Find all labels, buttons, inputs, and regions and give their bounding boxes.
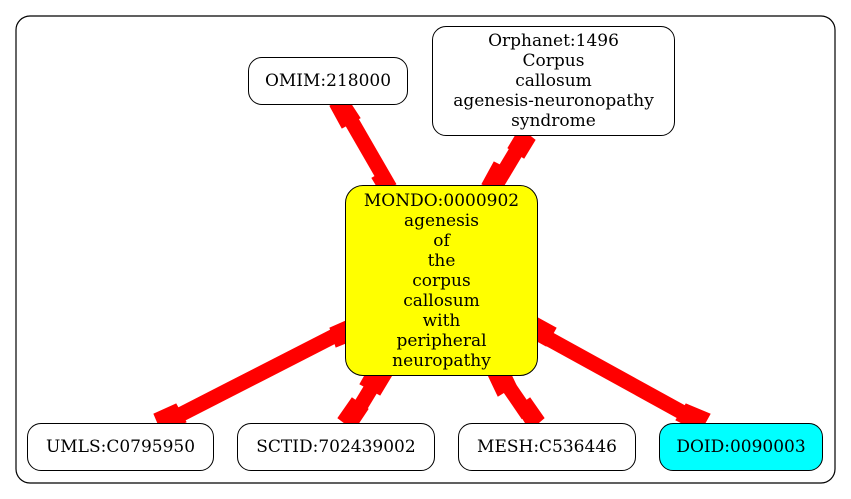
node-label-line: neuropathy [392,350,491,371]
node-doid[interactable]: DOID:0090003 [659,423,823,471]
edge-orphanet-mondo-head-end [481,161,511,193]
node-label-line: Corpus [522,51,585,71]
node-label-line: callosum [403,290,480,311]
node-label-line: the [427,250,456,271]
edge-doid-mondo [534,326,700,427]
node-label-line: DOID:0090003 [676,437,806,457]
node-label-line: agenesis-neuronopathy [453,91,654,111]
node-sctid[interactable]: SCTID:702439002 [237,423,435,471]
node-label-line: corpus [412,270,471,291]
node-label-line: with [422,310,461,331]
node-label-line: callosum [515,71,592,91]
node-label-line: peripheral [396,330,487,351]
node-label-line: agenesis [404,210,479,231]
node-umls[interactable]: UMLS:C0795950 [27,423,214,471]
edge-umls-mondo [166,326,344,427]
node-label-line: MESH:C536446 [477,437,617,457]
node-label-line: syndrome [511,111,596,131]
node-label-line: Orphanet:1496 [488,31,619,51]
node-label-line: SCTID:702439002 [256,437,416,457]
node-mesh[interactable]: MESH:C536446 [458,423,636,471]
node-label-line: UMLS:C0795950 [45,437,196,457]
node-label-line: MONDO:0000902 [363,190,520,211]
cluster-boundary [15,15,836,484]
node-omim[interactable]: OMIM:218000 [248,57,408,105]
node-label-line: of [433,230,450,251]
node-label-line: OMIM:218000 [264,71,392,91]
